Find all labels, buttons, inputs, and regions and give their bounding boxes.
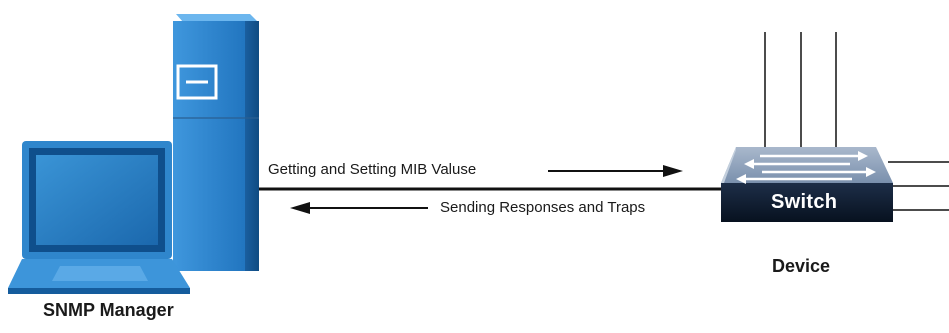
request-arrow	[548, 165, 683, 177]
laptop-icon	[8, 141, 190, 294]
uplink-lines	[764, 32, 837, 149]
port-lines	[888, 161, 949, 211]
server-tower-icon	[173, 14, 259, 271]
switch-label: Switch	[771, 191, 838, 213]
manager-caption: SNMP Manager	[43, 300, 174, 320]
response-label: Sending Responses and Traps	[440, 199, 646, 216]
request-label: Getting and Setting MIB Valuse	[268, 161, 477, 178]
device-caption: Device	[772, 256, 831, 276]
switch-icon	[721, 147, 893, 222]
response-arrow	[290, 202, 428, 214]
